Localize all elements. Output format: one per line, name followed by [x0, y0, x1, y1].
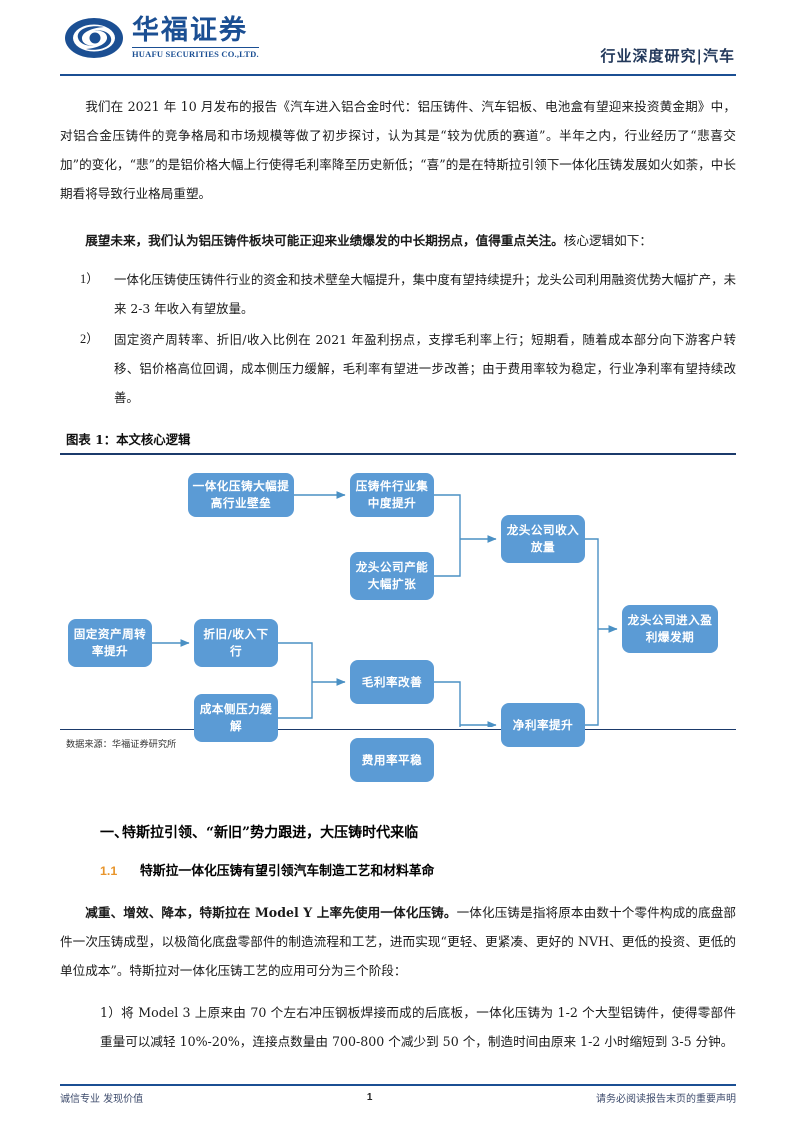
diagram-edge	[278, 642, 313, 682]
paragraph-model-y: 减重、增效、降本，特斯拉在 Model Y 上率先使用一体化压铸。一体化压铸是指…	[60, 898, 736, 985]
section-heading-1: 一、特斯拉引领、“新旧”势力跟进，大压铸时代来临	[60, 822, 736, 842]
paragraph-outlook-bold: 展望未来，我们认为铝压铸件板块可能正迎来业绩爆发的中长期拐点，值得重点关注。	[85, 233, 564, 248]
section-heading-1-1: 1.1 特斯拉一体化压铸有望引领汽车制造工艺和材料革命	[60, 860, 736, 879]
company-logo: 华福证券 HUAFU SECURITIES CO.,LTD.	[64, 16, 259, 60]
page-number: 1	[366, 1092, 373, 1103]
footer-disclaimer: 请务必阅读报告末页的重要声明	[596, 1094, 736, 1105]
paragraph-intro: 我们在 2021 年 10 月发布的报告《汽车进入铝合金时代：铝压铸件、汽车铝板…	[60, 99, 736, 201]
page-footer: 诚信专业 发现价值 1 请务必阅读报告末页的重要声明	[60, 1090, 736, 1105]
section-1-1-number: 1.1	[100, 864, 118, 878]
exhibit-1: 图表 1：本文核心逻辑 一体化压铸大幅提高行业壁垒 压铸件行业集中度提升龙头公司产…	[60, 430, 736, 782]
diagram-node: 压铸件行业集中度提升	[350, 473, 434, 517]
diagram-edge	[434, 681, 461, 725]
diagram-node: 费用率平稳	[350, 738, 434, 782]
core-logic-flow-diagram: 一体化压铸大幅提高行业壁垒 压铸件行业集中度提升龙头公司产能大幅扩张 龙头公司收入放…	[60, 455, 736, 782]
diagram-connectors	[152, 491, 618, 727]
section-1-title: 特斯拉引领、“新旧”势力跟进，大压铸时代来临	[122, 825, 419, 841]
section-1-1-title: 特斯拉一体化压铸有望引领汽车制造工艺和材料革命	[140, 864, 435, 879]
list-item-number: 2）	[80, 332, 99, 346]
exhibit-title: 图表 1：本文核心逻辑	[66, 432, 191, 447]
spacer	[60, 255, 736, 265]
diagram-node: 毛利率改善	[350, 660, 434, 704]
diagram-edge	[278, 682, 313, 719]
list-item: 1） 一体化压铸使压铸件行业的资金和技术壁垒大幅提升，集中度有望持续提升；龙头公…	[60, 265, 736, 323]
diagram-edge	[459, 725, 461, 727]
diagram-node: 成本侧压力缓解	[194, 694, 278, 742]
logo-company-name-en: HUAFU SECURITIES CO.,LTD.	[132, 46, 259, 59]
huafu-logo-icon	[65, 18, 123, 58]
diagram-node: 龙头公司收入放量	[501, 515, 585, 563]
diagram-edge	[434, 539, 461, 577]
header-divider	[60, 74, 736, 77]
paragraph-model-y-bold: 减重、增效、降本，特斯拉在 Model Y 上率先使用一体化压铸。	[85, 905, 457, 920]
diagram-edge	[585, 629, 599, 726]
list-item-number: 1）	[80, 272, 99, 286]
diagram-node: 一体化压铸大幅提高行业壁垒	[188, 473, 294, 517]
diagram-node: 折旧/收入下行	[194, 619, 278, 667]
body-content-section: 减重、增效、降本，特斯拉在 Model Y 上率先使用一体化压铸。一体化压铸是指…	[60, 898, 736, 985]
diagram-edge	[434, 494, 461, 539]
page-header: 华福证券 HUAFU SECURITIES CO.,LTD. 行业深度研究|汽车	[0, 0, 793, 80]
paragraph-outlook: 展望未来，我们认为铝压铸件板块可能正迎来业绩爆发的中长期拐点，值得重点关注。核心…	[60, 226, 736, 255]
exhibit-top-rule	[60, 453, 736, 455]
exhibit-source: 数据来源：华福证券研究所	[66, 739, 177, 751]
paragraph-model-y-rest: 一体化压铸是指将原本由数十个零件构成的底盘部件一次压铸成型，以极简化底盘零部件的…	[60, 905, 737, 978]
logo-company-name-cn: 华福证券	[132, 15, 248, 47]
spacer	[60, 208, 736, 226]
exhibit-bottom-rule	[60, 729, 736, 731]
header-report-category: 行业深度研究|汽车	[600, 47, 735, 65]
diagram-node: 龙头公司进入盈利爆发期	[622, 605, 718, 653]
diagram-node: 净利率提升	[501, 703, 585, 747]
paragraph-outlook-rest: 核心逻辑如下：	[563, 233, 652, 248]
body-content-stage: 1）将 Model 3 上原来由 70 个左右冲压钢板焊接而成的后底板，一体化压…	[60, 998, 736, 1056]
body-content-top: 我们在 2021 年 10 月发布的报告《汽车进入铝合金时代：铝压铸件、汽车铝板…	[60, 92, 736, 414]
diagram-edge	[585, 538, 599, 629]
list-item: 2） 固定资产周转率、折旧/收入比例在 2021 年盈利拐点，支撑毛利率上行；短…	[60, 325, 736, 412]
diagram-node: 固定资产周转率提升	[68, 619, 152, 667]
footer-divider	[60, 1084, 736, 1086]
list-item-text: 固定资产周转率、折旧/收入比例在 2021 年盈利拐点，支撑毛利率上行；短期看，…	[114, 332, 736, 405]
section-1-number: 一、	[100, 825, 128, 841]
core-logic-list: 1） 一体化压铸使压铸件行业的资金和技术壁垒大幅提升，集中度有望持续提升；龙头公…	[60, 265, 736, 412]
footer-slogan: 诚信专业 发现价值	[60, 1094, 144, 1105]
diagram-node: 龙头公司产能大幅扩张	[350, 552, 434, 600]
list-item-text: 一体化压铸使压铸件行业的资金和技术壁垒大幅提升，集中度有望持续提升；龙头公司利用…	[114, 272, 736, 316]
paragraph-stage-1: 1）将 Model 3 上原来由 70 个左右冲压钢板焊接而成的后底板，一体化压…	[100, 1005, 736, 1049]
